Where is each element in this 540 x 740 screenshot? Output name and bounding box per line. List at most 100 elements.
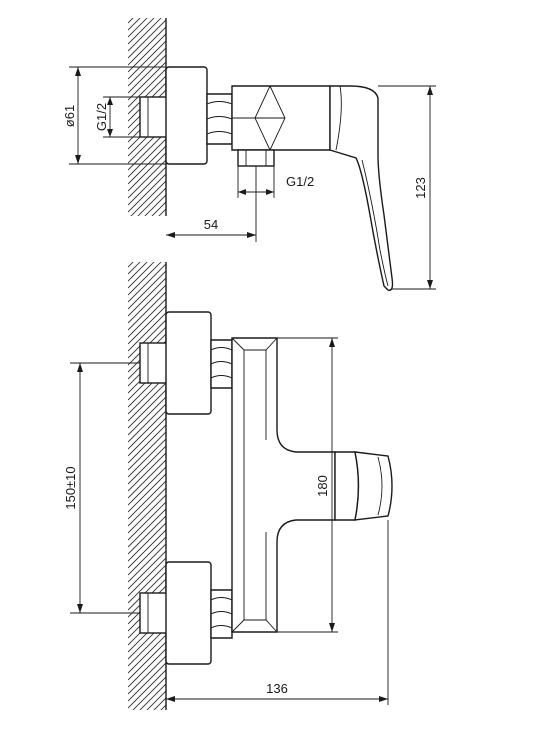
hatch-line	[128, 262, 141, 275]
hatch-line	[128, 515, 166, 555]
escutcheon-side	[165, 66, 208, 165]
lever-handle-side	[329, 85, 394, 291]
hatch-line	[151, 201, 166, 216]
dim-thread-inlet-label: G1/2	[94, 103, 109, 131]
dim-height-side: 123	[378, 85, 436, 290]
dim-centers: 150±10	[63, 362, 140, 614]
escutcheon-lower	[165, 561, 212, 665]
dim-diameter: ø61	[62, 66, 166, 165]
hatch-line	[128, 262, 155, 289]
hatch-line	[128, 138, 166, 178]
hatch-line	[128, 501, 166, 541]
dim-projection-label: 136	[266, 681, 288, 696]
hatch-line	[128, 305, 166, 345]
hatch-line	[139, 683, 166, 710]
hatch-line	[165, 215, 166, 216]
hatch-line	[128, 627, 166, 667]
hatch-line	[128, 557, 166, 597]
hatch-line	[153, 697, 166, 710]
hatch-line	[128, 712, 166, 740]
dim-height-side-label: 123	[413, 177, 428, 199]
inlet-pipe-lower	[139, 592, 168, 634]
hatch-line	[128, 438, 166, 478]
hatch-line	[128, 382, 166, 422]
hatch-line	[128, 431, 166, 471]
hatch-line	[128, 173, 166, 213]
hatch-line	[144, 194, 166, 216]
outlet-nipple-side	[237, 149, 275, 167]
hatch-line	[128, 550, 166, 590]
hatch-line	[128, 291, 166, 331]
hatch-line	[128, 262, 162, 296]
hatch-line	[128, 459, 166, 499]
hatch-line	[128, 18, 155, 45]
hatch-line	[128, 424, 166, 464]
hatch-line	[128, 319, 166, 359]
hex-nut-upper	[210, 339, 233, 389]
hatch-line	[128, 473, 166, 513]
hatch-line	[128, 719, 166, 740]
hatch-line	[128, 68, 166, 108]
dim-depth: 54	[166, 166, 257, 242]
hatch-line	[128, 284, 166, 324]
hatch-line	[128, 33, 166, 73]
hatch-line	[128, 445, 166, 485]
inlet-pipe-upper	[139, 342, 168, 384]
front-view: 150±10 180 136	[63, 222, 393, 740]
hatch-line	[128, 18, 162, 52]
dim-diameter-label: ø61	[62, 105, 77, 127]
hatch-line	[128, 26, 166, 66]
dim-centers-label: 150±10	[63, 466, 78, 509]
dim-height-front-label: 180	[315, 475, 330, 497]
hatch-line	[128, 648, 166, 688]
hatch-line	[128, 312, 166, 352]
hatch-line	[128, 522, 166, 562]
hatch-line	[128, 662, 166, 702]
hatch-line	[128, 655, 166, 695]
hatch-line	[128, 75, 166, 115]
hatch-line	[128, 389, 166, 429]
hatch-line	[128, 298, 166, 338]
hatch-line	[128, 40, 166, 80]
mixer-body-side	[231, 85, 331, 151]
hatch-line	[128, 19, 166, 59]
dim-depth-label: 54	[204, 217, 218, 232]
hex-nut-side	[206, 93, 233, 145]
hatch-line	[128, 508, 166, 548]
hatch-line	[128, 223, 166, 261]
hatch-line	[128, 145, 166, 185]
inlet-pipe-side	[139, 96, 168, 138]
hatch-line	[128, 18, 141, 31]
hatch-line	[128, 641, 166, 681]
hatch-line	[128, 159, 166, 199]
hatch-line	[132, 676, 166, 710]
hatch-line	[128, 480, 166, 520]
hatch-line	[128, 54, 166, 94]
hatch-line	[128, 564, 166, 604]
hatch-line	[128, 410, 166, 450]
hatch-line	[146, 690, 166, 710]
hatch-line	[128, 222, 166, 260]
hatch-line	[128, 487, 166, 527]
hatch-line	[158, 208, 166, 216]
hatch-line	[128, 262, 134, 268]
hatch-line	[128, 452, 166, 492]
escutcheon-upper	[165, 311, 212, 415]
hatch-line	[128, 403, 166, 443]
hatch-line	[128, 536, 166, 576]
hatch-line	[128, 263, 166, 303]
hatch-line	[128, 466, 166, 506]
hatch-line	[130, 180, 166, 216]
hatch-line	[137, 187, 166, 216]
hatch-line	[128, 0, 166, 16]
dim-projection: 136	[165, 520, 389, 705]
hatch-line	[128, 529, 166, 569]
hatch-line	[128, 571, 166, 611]
hatch-line	[128, 669, 166, 709]
side-view: ø61 G1/2 G1/2 54	[62, 0, 436, 291]
hatch-line	[128, 494, 166, 534]
hatch-line	[128, 634, 166, 674]
hatch-line	[128, 417, 166, 457]
dim-thread-outlet-label: G1/2	[286, 174, 314, 189]
